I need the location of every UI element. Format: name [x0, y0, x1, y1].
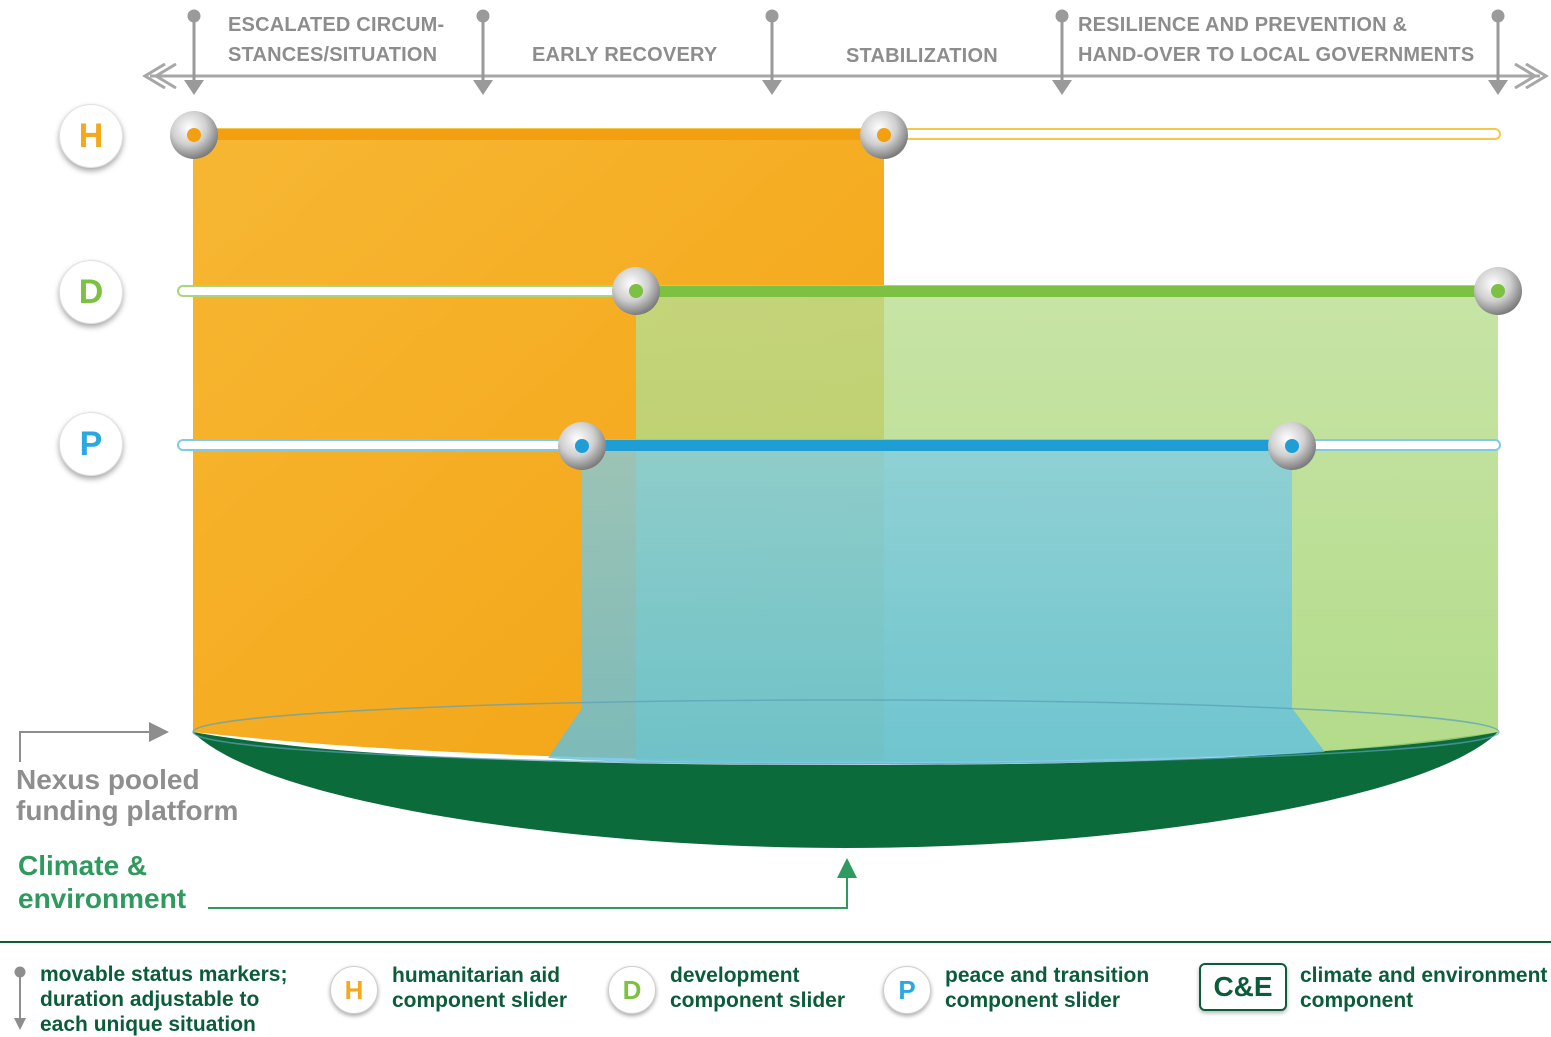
- development-row-badge: D: [59, 260, 123, 324]
- peace-volume: [548, 446, 1325, 764]
- legend-h-text: humanitarian aid component slider: [392, 963, 567, 1013]
- legend-ce-badge: C&E: [1199, 963, 1287, 1011]
- legend-line: duration adjustable to: [40, 988, 260, 1011]
- climate-label-line: environment: [18, 883, 187, 914]
- slider-knob[interactable]: [612, 267, 660, 315]
- climate-label-line: Climate &: [18, 850, 148, 881]
- peace-row-badge: P: [59, 412, 123, 476]
- phase-label-line: RESILIENCE AND PREVENTION &: [1078, 14, 1408, 36]
- phase-label-line: STANCES/SITUATION: [228, 44, 438, 66]
- legend-line: peace and transition: [945, 964, 1150, 987]
- legend-line: each unique situation: [40, 1013, 256, 1036]
- development-slider[interactable]: [177, 267, 1522, 315]
- phase-label-escalated: ESCALATED CIRCUM- STANCES/SITUATION: [228, 10, 444, 70]
- timeline-marker: [184, 9, 204, 95]
- platform-label-line: Nexus pooled: [16, 764, 200, 795]
- legend-line: humanitarian aid: [392, 964, 561, 987]
- phase-label-resilience: RESILIENCE AND PREVENTION & HAND-OVER TO…: [1078, 10, 1474, 70]
- legend-line: climate and environment: [1300, 964, 1548, 987]
- legend-markers-text: movable status markers; duration adjusta…: [40, 962, 287, 1037]
- slider-knob[interactable]: [860, 111, 908, 159]
- legend-p-text: peace and transition component slider: [945, 963, 1149, 1013]
- timeline-marker: [473, 9, 493, 95]
- legend-line: development: [670, 964, 800, 987]
- timeline-marker: [1052, 9, 1072, 95]
- legend-line: component slider: [945, 989, 1121, 1012]
- legend-p-badge: P: [883, 966, 931, 1014]
- slider-knob[interactable]: [1268, 422, 1316, 470]
- legend-line: component slider: [392, 989, 568, 1012]
- legend-line: movable status markers;: [40, 963, 288, 986]
- humanitarian-row-badge: H: [59, 104, 123, 168]
- platform-top-ellipse: [192, 699, 1500, 765]
- legend-h-badge: H: [330, 966, 378, 1014]
- timeline-marker: [762, 9, 782, 95]
- slider-knob[interactable]: [170, 111, 218, 159]
- climate-label: Climate & environment: [18, 849, 186, 915]
- slider-knob[interactable]: [558, 422, 606, 470]
- timeline-markers: [184, 9, 1508, 95]
- timeline-marker: [1488, 9, 1508, 95]
- platform-arrow: [19, 722, 169, 762]
- phase-label-stabilization: STABILIZATION: [846, 45, 998, 67]
- phase-label-line: HAND-OVER TO LOCAL GOVERNMENTS: [1078, 44, 1475, 66]
- timeline-axis: [142, 62, 1549, 90]
- legend-d-badge: D: [608, 966, 656, 1014]
- phase-label-early-recovery: EARLY RECOVERY: [532, 44, 718, 66]
- platform-label: Nexus pooled funding platform: [16, 764, 238, 826]
- legend-line: component: [1300, 989, 1414, 1012]
- legend-d-text: development component slider: [670, 963, 845, 1013]
- phase-label-line: ESCALATED CIRCUM-: [228, 14, 445, 36]
- climate-arrow: [208, 858, 857, 909]
- humanitarian-slider[interactable]: [170, 111, 1501, 159]
- peace-slider[interactable]: [177, 422, 1501, 470]
- climate-base-ellipse: [193, 732, 1498, 848]
- legend-line: component slider: [670, 989, 846, 1012]
- platform-label-line: funding platform: [16, 795, 239, 826]
- movable-marker-icon: [14, 966, 26, 1030]
- legend-ce-text: climate and environment component: [1300, 963, 1551, 1013]
- slider-knob[interactable]: [1474, 267, 1522, 315]
